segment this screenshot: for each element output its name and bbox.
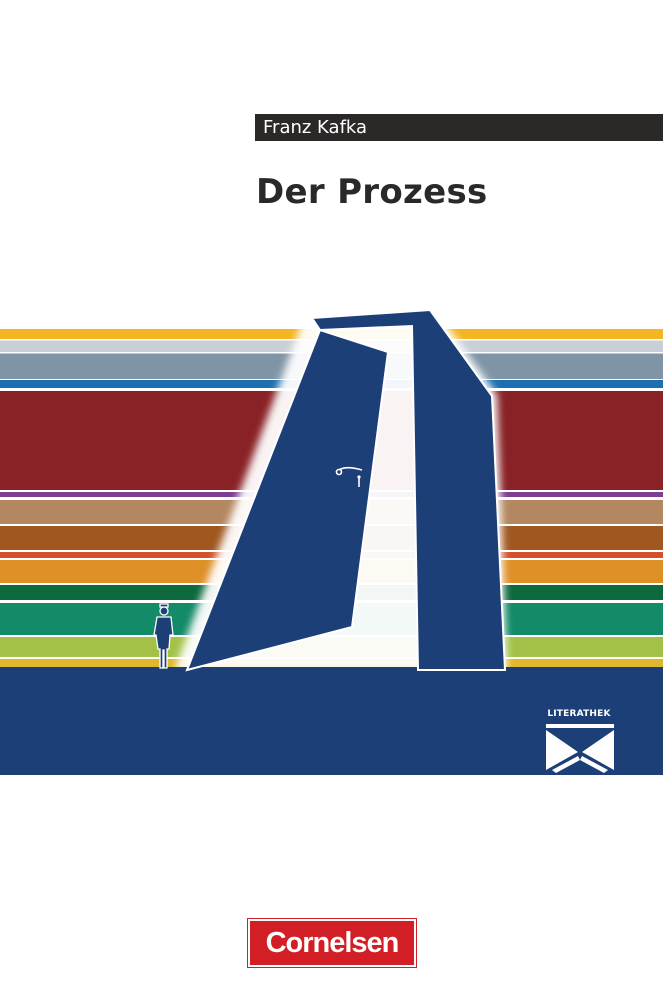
series-logo-text: LITERATHEK	[547, 709, 611, 719]
door-frame	[310, 308, 507, 671]
author-name: Franz Kafka	[255, 114, 663, 141]
door-handle-icon	[335, 466, 363, 487]
open-door	[185, 328, 390, 672]
man-silhouette-icon	[153, 603, 174, 669]
literathek-logo	[546, 724, 614, 773]
book-title: Der Prozess	[256, 172, 488, 212]
publisher-logo: Cornelsen	[247, 918, 417, 968]
open-book-icon	[546, 724, 614, 773]
